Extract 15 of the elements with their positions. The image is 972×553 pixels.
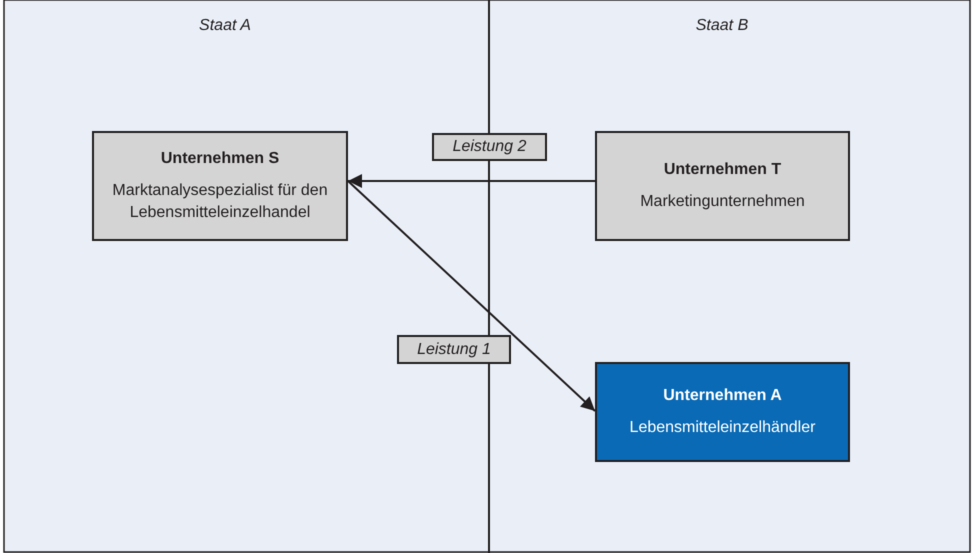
node-description: Marketingunternehmen bbox=[640, 192, 805, 212]
node-description: Marktanalysespezialist für den Lebensmitteleinzelhandel bbox=[111, 181, 329, 223]
arrow bbox=[348, 174, 595, 188]
arrow bbox=[347, 180, 596, 412]
node-title: Unternehmen S bbox=[160, 149, 280, 169]
company-box bbox=[595, 131, 850, 241]
company-box bbox=[92, 131, 348, 241]
region-label: Staat B bbox=[696, 17, 748, 35]
edge-label: Leistung 1 bbox=[397, 335, 511, 364]
node-title: Unternehmen A bbox=[663, 386, 782, 406]
region-label: Staat A bbox=[199, 17, 251, 35]
node-description: Lebensmitteleinzelhändler bbox=[630, 418, 816, 438]
edge-label: Leistung 2 bbox=[432, 133, 547, 161]
company-box bbox=[595, 362, 850, 462]
node-title: Unternehmen T bbox=[664, 160, 782, 180]
